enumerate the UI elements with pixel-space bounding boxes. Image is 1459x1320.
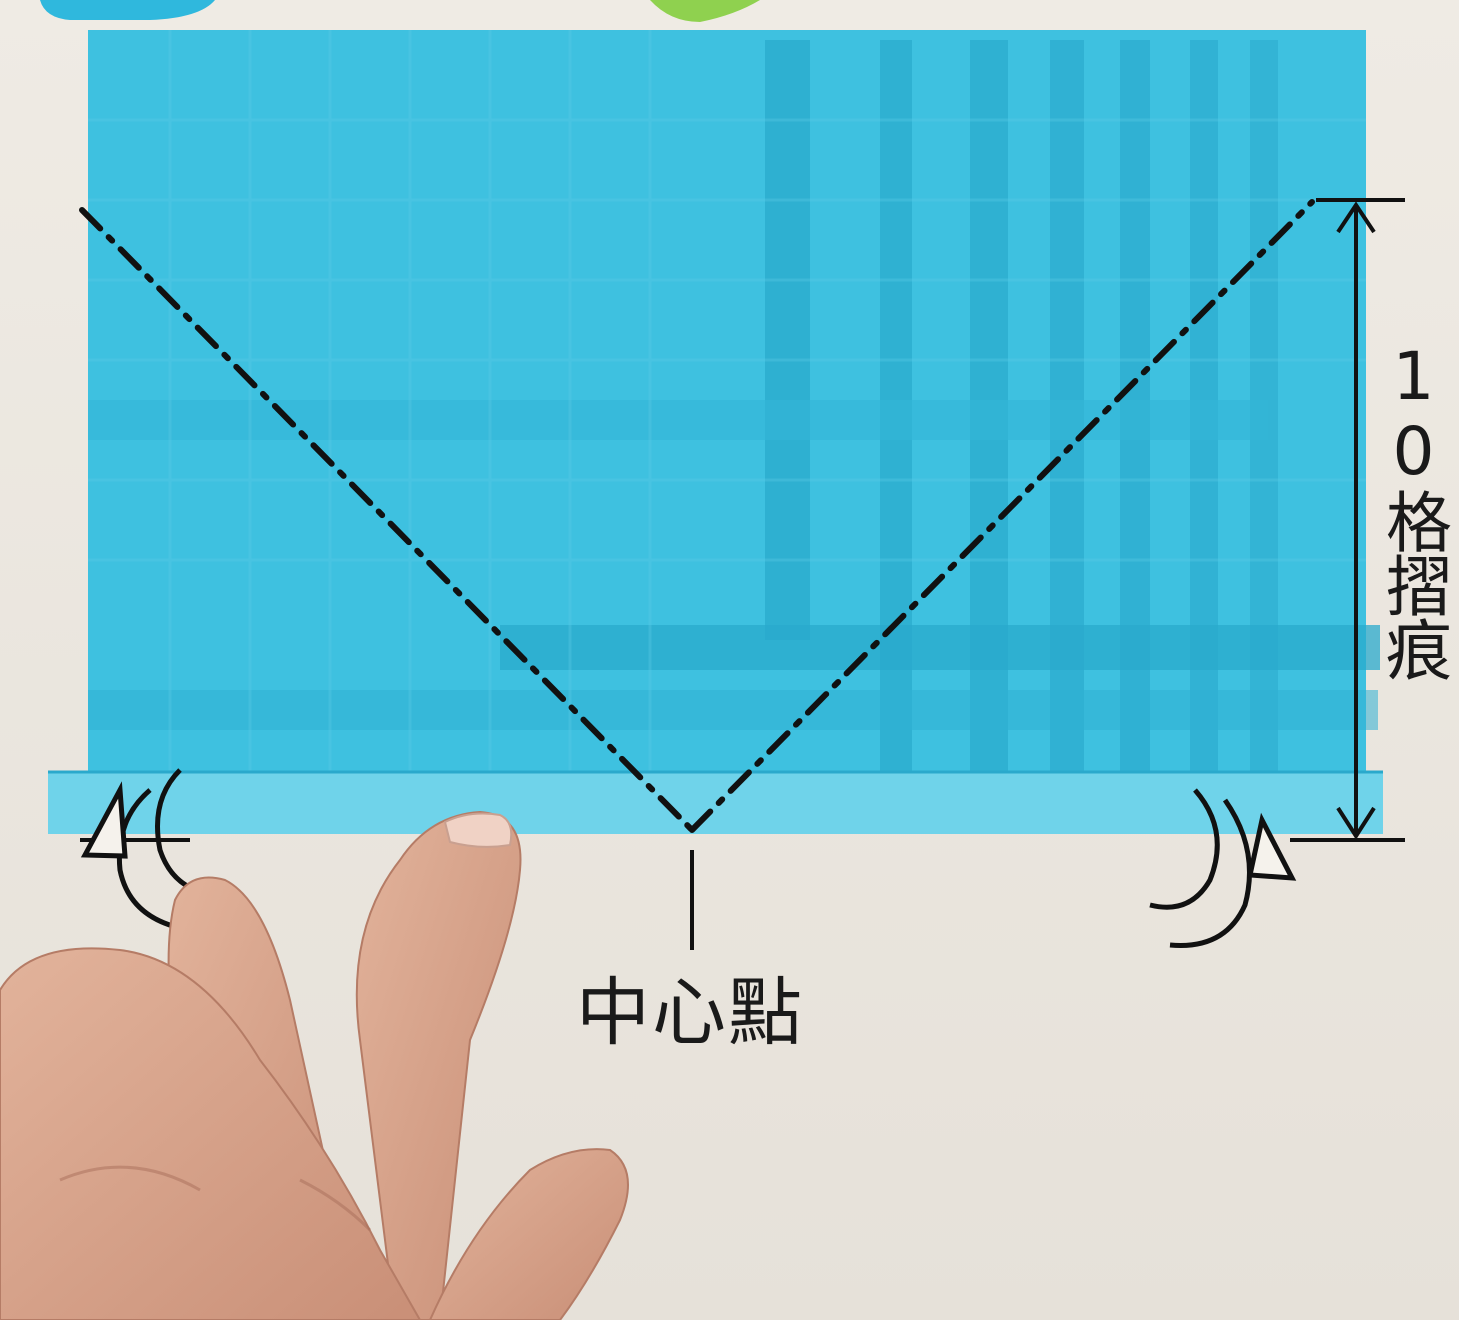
folded-bottom-strip (48, 772, 1383, 834)
center-point-label: 中心點 (560, 968, 820, 1058)
blue-paper (48, 30, 1383, 834)
crease-count-label: 10格摺痕 (1368, 338, 1448, 680)
